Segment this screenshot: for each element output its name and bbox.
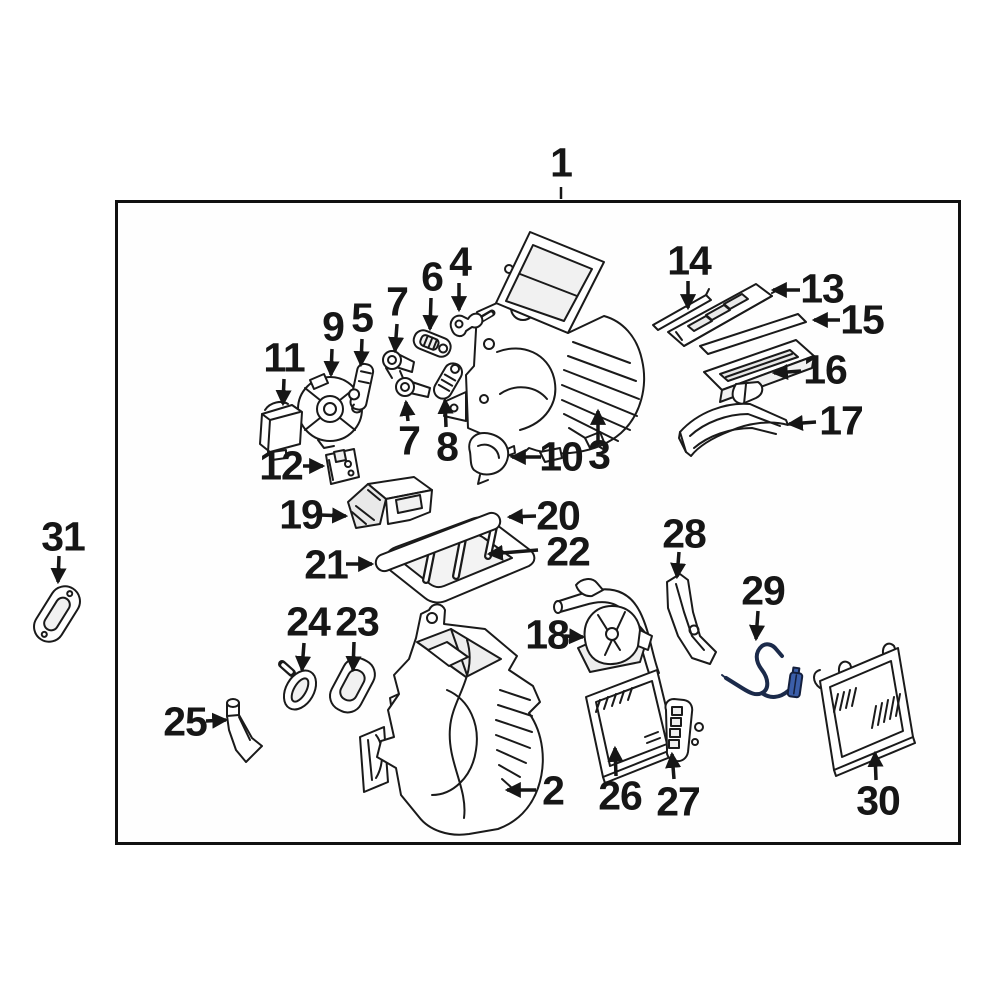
arrow-17 (786, 414, 817, 432)
part-lever-lower (395, 370, 431, 398)
arrow-11 (275, 378, 292, 407)
callout-12: 12 (259, 442, 304, 489)
part-resistor (664, 698, 704, 763)
arrow-8 (437, 397, 454, 428)
part-grommet-plate (33, 585, 81, 643)
callout-7-upper: 7 (386, 278, 409, 325)
callout-11: 11 (263, 334, 305, 381)
part-drain-clip (226, 698, 263, 763)
arrow-5 (353, 338, 370, 368)
part-actuator-motor (577, 605, 653, 673)
callout-31: 31 (41, 513, 86, 560)
arrow-18 (564, 628, 586, 645)
part-blower-case (359, 603, 544, 836)
part-tube (374, 511, 502, 573)
callout-10: 10 (539, 433, 584, 480)
callout-arrows (50, 187, 884, 799)
callout-1: 1 (550, 139, 573, 186)
callout-2: 2 (542, 767, 565, 814)
arrow-19 (319, 507, 349, 524)
arrow-24 (294, 642, 312, 673)
part-grommet-ring (329, 657, 376, 714)
part-damper-disc (297, 373, 363, 449)
callout-9: 9 (322, 303, 345, 350)
arrow-31 (50, 555, 67, 585)
callout-17: 17 (819, 397, 864, 444)
arrow-7-lower (399, 399, 416, 422)
callout-19: 19 (279, 491, 324, 538)
callout-14: 14 (667, 237, 712, 284)
callout-3: 3 (588, 431, 611, 478)
arrow-30 (867, 750, 884, 781)
callout-24: 24 (286, 598, 331, 645)
part-heater-case (443, 231, 646, 463)
arrow-22 (486, 544, 539, 561)
arrow-9 (323, 348, 340, 378)
arrow-27 (665, 751, 682, 780)
part-foot-duct (347, 476, 433, 529)
callout-7-lower: 7 (398, 417, 421, 464)
callout-23: 23 (335, 598, 380, 645)
callout-8: 8 (436, 423, 459, 470)
arrow-16 (771, 363, 802, 381)
part-vertical-clip (348, 362, 375, 414)
arrow-7-upper (387, 323, 405, 354)
callout-16: 16 (803, 346, 848, 393)
part-slotted-lever (412, 329, 452, 358)
callout-22: 22 (546, 528, 591, 575)
callout-29: 29 (741, 567, 786, 614)
arrow-6 (422, 297, 439, 332)
callout-4: 4 (449, 238, 472, 285)
callout-18: 18 (525, 611, 570, 658)
arrow-25 (205, 712, 229, 729)
callout-26: 26 (598, 772, 643, 819)
part-mount-plate (325, 448, 360, 485)
arrow-28 (670, 551, 687, 580)
part-bracket (666, 573, 717, 665)
callout-15: 15 (840, 296, 885, 343)
callout-27: 27 (656, 778, 701, 825)
arrow-26 (607, 745, 624, 777)
part-heater-core (585, 669, 679, 784)
arrow-23 (345, 641, 362, 673)
part-grommet-stud (278, 660, 318, 711)
part-wing-clip (449, 309, 496, 338)
part-duct-cover (678, 402, 789, 457)
arrow-29 (748, 610, 766, 642)
callout-21: 21 (304, 541, 349, 588)
callout-13: 13 (800, 265, 845, 312)
callout-25: 25 (163, 698, 208, 745)
part-ridged-clip (433, 362, 463, 400)
part-control-box (259, 401, 303, 461)
callout-28: 28 (662, 510, 707, 557)
part-evaporator-core (813, 642, 916, 777)
callout-20: 20 (536, 492, 581, 539)
callout-5: 5 (351, 294, 374, 341)
callout-30: 30 (856, 777, 901, 824)
part-vent-frame (699, 313, 815, 405)
callout-6: 6 (421, 253, 444, 300)
part-thermistor-wire (721, 642, 804, 699)
part-heater-pipes (553, 578, 660, 677)
part-lever-upper (382, 350, 415, 379)
arrow-20 (506, 508, 537, 525)
